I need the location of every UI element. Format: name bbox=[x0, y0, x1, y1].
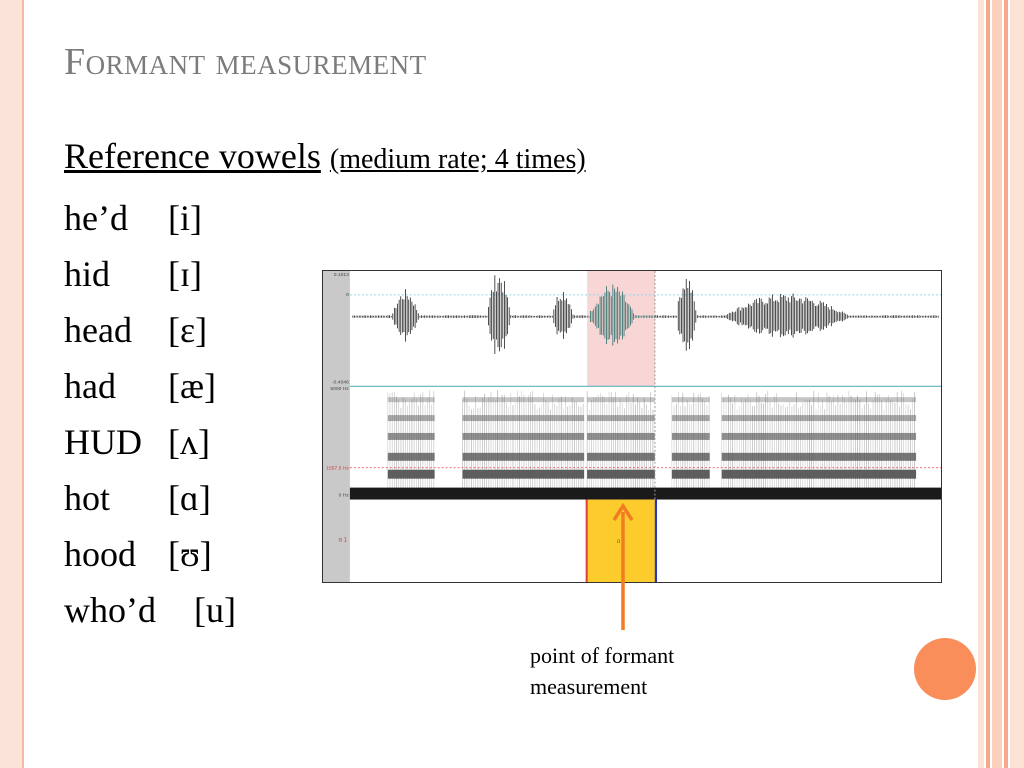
vowel-word: HUD bbox=[64, 422, 142, 462]
waveform-min-label: -0.4046 bbox=[332, 379, 349, 385]
slide-content: Reference vowels (medium rate; 4 times) … bbox=[64, 132, 586, 638]
left-border-line bbox=[22, 0, 24, 768]
freq-top-label: 5000 Hz bbox=[330, 386, 349, 392]
list-item: hid [ɪ] bbox=[64, 246, 586, 302]
praat-display: 0.1013 0 -0.4046 5000 Hz 1557.5 Hz 0 Hz … bbox=[322, 270, 942, 583]
list-item: head [ɛ] bbox=[64, 302, 586, 358]
interval-selected bbox=[587, 499, 655, 582]
measurement-annotation: point of formant measurement bbox=[530, 640, 674, 702]
spectrogram bbox=[387, 390, 917, 488]
formant-band bbox=[387, 432, 435, 440]
tier-label: ɑ 1 bbox=[339, 537, 348, 543]
formant-band bbox=[587, 469, 655, 479]
formant-band bbox=[671, 415, 710, 422]
formant-band bbox=[387, 397, 435, 403]
list-item: HUD [ʌ] bbox=[64, 414, 586, 470]
list-item: hot [ɑ] bbox=[64, 470, 586, 526]
stripe bbox=[1010, 0, 1024, 768]
formant-band bbox=[387, 452, 435, 461]
vowel-word: who’d bbox=[64, 590, 156, 630]
stripe bbox=[1004, 0, 1008, 768]
formant-band bbox=[721, 469, 917, 479]
waveform-zero-label: 0 bbox=[346, 292, 349, 298]
annotation-line: point of formant bbox=[530, 643, 675, 668]
formant-band bbox=[387, 415, 435, 422]
vowel-word: hood bbox=[64, 534, 136, 574]
stripe bbox=[978, 0, 984, 768]
formant-band bbox=[462, 432, 585, 440]
formant-band bbox=[671, 432, 710, 440]
vowel-ipa: [ɛ] bbox=[168, 310, 208, 350]
annotation-line: measurement bbox=[530, 674, 648, 699]
left-border bbox=[0, 0, 24, 768]
vowel-word: he’d bbox=[64, 198, 128, 238]
formant-band bbox=[462, 452, 585, 461]
formant-band bbox=[721, 432, 917, 440]
spectrogram-baseline bbox=[349, 487, 941, 500]
vowel-ipa: [u] bbox=[194, 590, 236, 630]
vowel-ipa: [i] bbox=[168, 198, 202, 238]
formant-band bbox=[587, 452, 655, 461]
vowel-ipa: [æ] bbox=[168, 366, 216, 406]
heading-main: Reference vowels bbox=[64, 136, 321, 176]
vowel-word: had bbox=[64, 366, 116, 406]
formant-band bbox=[462, 415, 585, 422]
vowel-word: hid bbox=[64, 254, 111, 294]
vowel-ipa: [ʌ] bbox=[168, 422, 210, 462]
waveform-max-label: 0.1013 bbox=[334, 272, 349, 278]
vowel-word: head bbox=[64, 310, 132, 350]
reference-heading: Reference vowels (medium rate; 4 times) bbox=[64, 132, 586, 180]
stripe bbox=[992, 0, 1002, 768]
freq-marker-label: 1557.5 Hz bbox=[326, 466, 349, 472]
list-item: had [æ] bbox=[64, 358, 586, 414]
formant-band bbox=[671, 397, 710, 403]
vowel-ipa: [ʊ] bbox=[168, 534, 212, 574]
heading-note: (medium rate; 4 times) bbox=[329, 144, 586, 175]
vowel-word: hot bbox=[64, 478, 111, 518]
vowel-ipa: [ɑ] bbox=[168, 478, 211, 518]
formant-band bbox=[387, 469, 435, 479]
praat-left-gutter bbox=[323, 271, 350, 582]
formant-band bbox=[671, 469, 710, 479]
slide-title: Formant measurement bbox=[64, 41, 427, 83]
freq-bottom-label: 0 Hz bbox=[339, 493, 350, 499]
list-item: he’d [i] bbox=[64, 190, 586, 246]
waveform bbox=[352, 275, 939, 354]
formant-band bbox=[721, 397, 917, 403]
formant-band bbox=[587, 415, 655, 422]
orange-circle bbox=[914, 638, 976, 700]
vowel-list: he’d [i] hid [ɪ] head [ɛ] had [æ] HUD [ʌ] hot… bbox=[64, 190, 586, 638]
list-item: hood [ʊ] bbox=[64, 526, 586, 582]
formant-band bbox=[587, 432, 655, 440]
vowel-ipa: [ɪ] bbox=[168, 254, 202, 294]
formant-band bbox=[462, 469, 585, 479]
right-stripes bbox=[978, 0, 1024, 768]
measurement-arrow bbox=[612, 502, 634, 630]
formant-band bbox=[721, 452, 917, 461]
formant-band bbox=[587, 397, 655, 403]
formant-band bbox=[671, 452, 710, 461]
formant-band bbox=[462, 397, 585, 403]
stripe bbox=[986, 0, 990, 768]
list-item: who’d [u] bbox=[64, 582, 586, 638]
formant-band bbox=[721, 415, 917, 422]
